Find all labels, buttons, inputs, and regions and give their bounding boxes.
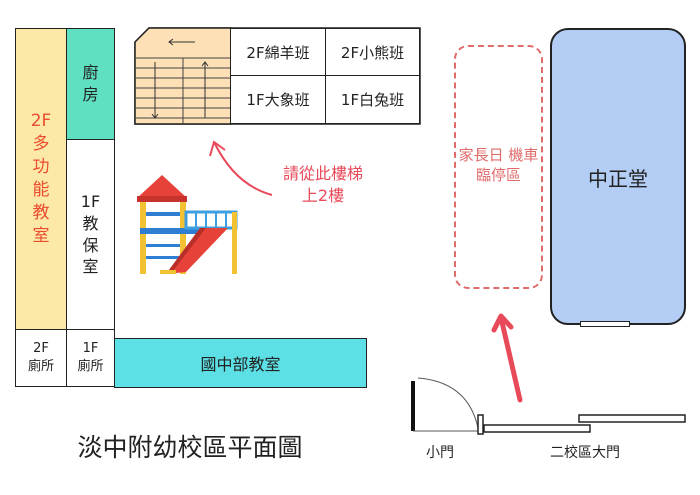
class-sheep-label: 2F綿羊班	[246, 43, 310, 62]
parking-zone	[454, 45, 543, 289]
multipurpose-room	[15, 28, 67, 330]
class-bear	[325, 28, 420, 76]
map-title: 淡中附幼校區平面圖	[40, 426, 340, 466]
junior-high-label: 國中部教室	[200, 355, 281, 374]
kitchen-label-wrap: 廚房	[66, 28, 115, 140]
class-sheep-label-wrap: 2F綿羊班	[230, 28, 326, 76]
class-elephant-label-wrap: 1F大象班	[230, 75, 326, 124]
small-gate-icon	[411, 377, 484, 435]
kitchen-room	[66, 28, 115, 140]
class-sheep	[230, 28, 326, 76]
small-gate-label-wrap: 小門	[420, 441, 460, 463]
main-gate-label-wrap: 二校區大門	[535, 441, 635, 463]
toilet-2f-label: 2F 廁所	[27, 341, 54, 374]
hall-building	[550, 28, 686, 325]
small-gate-label: 小門	[426, 445, 454, 461]
hall-door	[580, 321, 630, 327]
parking-label: 家長日 機車臨停區	[458, 145, 539, 184]
toilet-1f-label: 1F 廁所	[77, 341, 104, 374]
class-elephant-label: 1F大象班	[246, 91, 310, 109]
toilet-1f	[66, 329, 115, 387]
class-rabbit-label-wrap: 1F白兔班	[325, 75, 420, 124]
playground-icon	[137, 175, 238, 274]
parking-label-wrap: 家長日 機車臨停區	[454, 140, 543, 190]
stairs-arrow	[209, 140, 273, 196]
kitchen-label: 廚房	[82, 63, 99, 104]
hall-label: 中正堂	[588, 167, 648, 191]
class-bear-label-wrap: 2F小熊班	[325, 28, 420, 76]
junior-high-room	[114, 338, 367, 388]
staircase	[134, 27, 232, 125]
class-elephant	[230, 75, 326, 124]
map-title-text: 淡中附幼校區平面圖	[77, 433, 303, 462]
toilet-2f-label-wrap: 2F 廁所	[15, 329, 67, 387]
class-rabbit	[325, 75, 420, 124]
stairs-note: 請從此樓梯 上2樓	[268, 160, 378, 210]
classroom-1f-label: 1F教保室	[80, 192, 101, 277]
classroom-1f-label-wrap: 1F教保室	[66, 139, 115, 330]
junior-high-label-wrap: 國中部教室	[114, 338, 367, 388]
main-gate-icon	[483, 414, 686, 433]
main-gate-label: 二校區大門	[550, 445, 620, 461]
toilet-1f-label-wrap: 1F 廁所	[66, 329, 115, 387]
multipurpose-label: 2F多功能教室	[30, 111, 52, 246]
parking-arrow	[491, 313, 523, 403]
class-rabbit-label: 1F白兔班	[340, 91, 405, 109]
class-bear-label: 2F小熊班	[340, 43, 405, 62]
stairs-note-text: 請從此樓梯 上2樓	[282, 164, 363, 205]
hall-label-wrap: 中正堂	[550, 155, 686, 200]
multipurpose-room-label: 2F多功能教室	[15, 28, 67, 330]
